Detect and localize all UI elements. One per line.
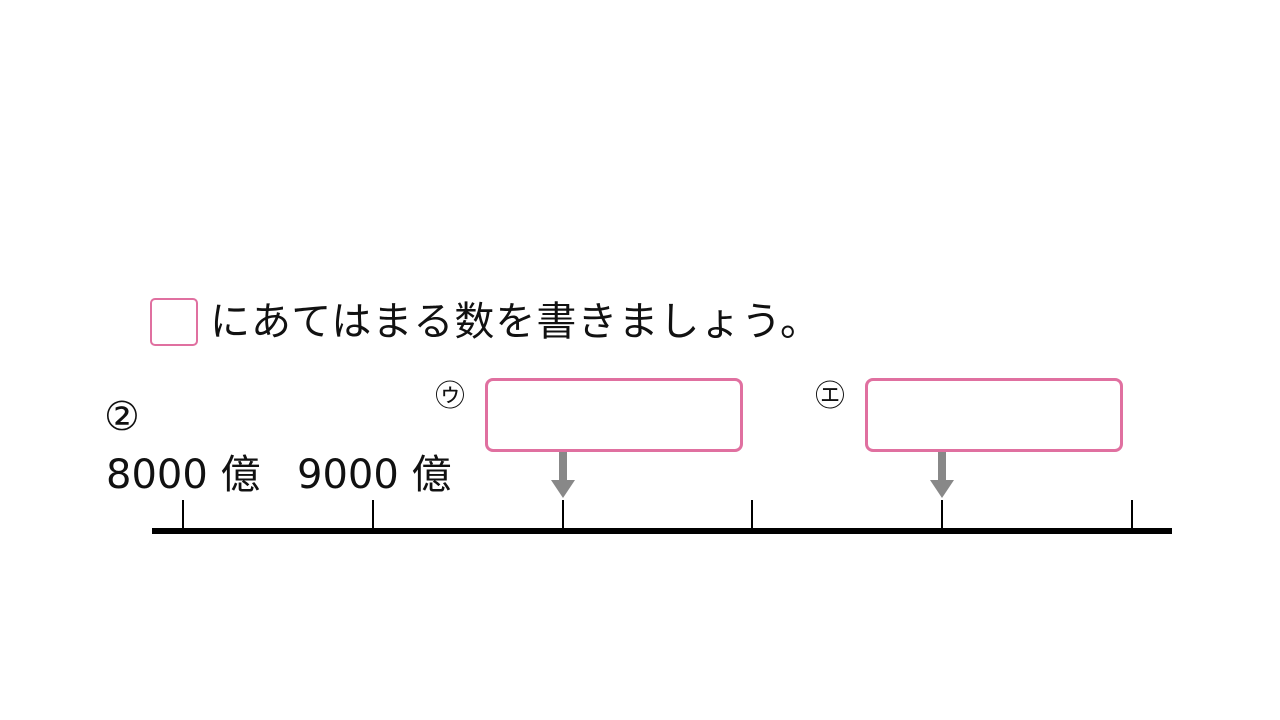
problem-number: ②: [104, 394, 140, 440]
answer-box-u[interactable]: [485, 378, 743, 452]
instruction-text: にあてはまる数を書きましょう。: [210, 299, 821, 345]
instruction: にあてはまる数を書きましょう。: [150, 297, 821, 347]
arrow-down-icon: [930, 452, 954, 498]
answer-box-e[interactable]: [865, 378, 1123, 452]
blank-box-sample: [150, 298, 198, 346]
arrow-down-icon: [551, 452, 575, 498]
tick-label-9000oku: 9000 億: [297, 452, 452, 498]
marker-label-e: ㋓: [815, 379, 845, 414]
marker-label-u: ㋒: [435, 379, 465, 414]
tick-label-8000oku: 8000 億: [106, 452, 261, 498]
